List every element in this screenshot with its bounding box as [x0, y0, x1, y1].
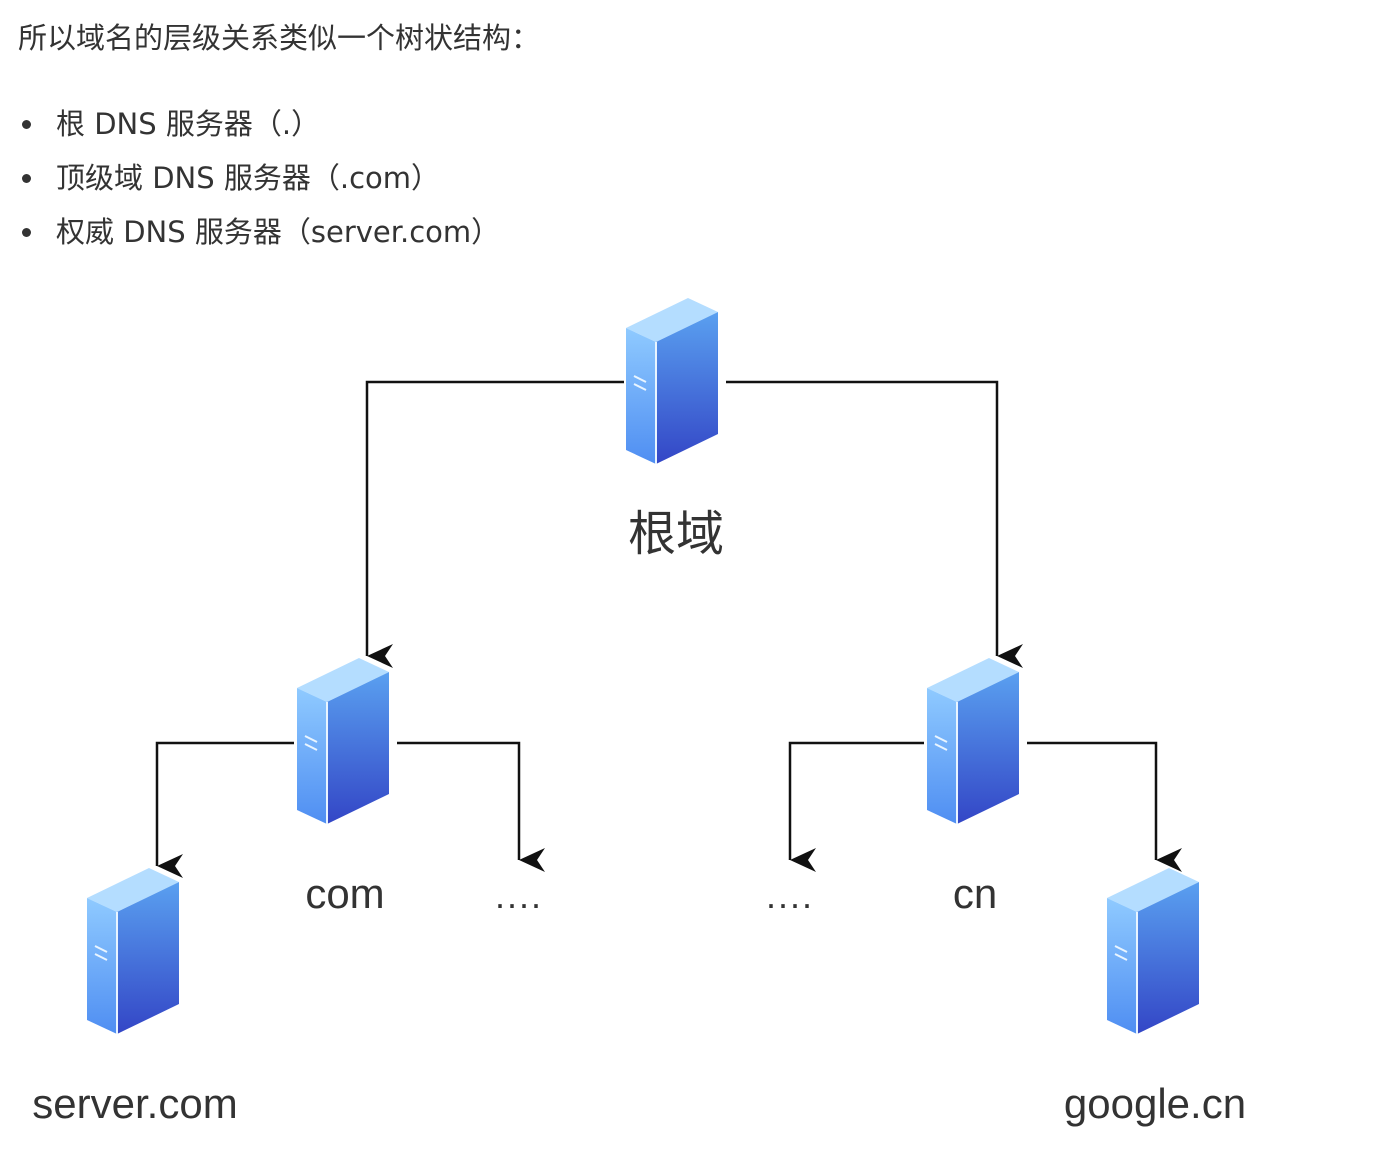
- edge-root-cn: [726, 380, 1023, 668]
- connector-lines: [155, 380, 1182, 878]
- node-label-more-cn: ....: [766, 875, 814, 916]
- list-item-text: 顶级域 DNS 服务器（.com）: [56, 161, 441, 195]
- edge-com-more: [397, 741, 545, 872]
- node-label-server-com: server.com: [32, 1080, 237, 1127]
- server-icon: [86, 867, 180, 1035]
- dns-server-list: 根 DNS 服务器（.） 顶级域 DNS 服务器（.com） 权威 DNS 服务…: [18, 104, 500, 266]
- list-item: 顶级域 DNS 服务器（.com）: [18, 158, 500, 212]
- bullet-dot-icon: [22, 174, 31, 183]
- node-label-root: 根域: [628, 508, 724, 561]
- node-label-cn: cn: [953, 870, 997, 917]
- server-icon: [926, 657, 1020, 825]
- node-label-com: com: [305, 870, 384, 917]
- bullet-dot-icon: [22, 120, 31, 129]
- node-label-more-com: ....: [495, 875, 543, 916]
- server-icon: [296, 657, 390, 825]
- bullet-dot-icon: [22, 228, 31, 237]
- list-item: 根 DNS 服务器（.）: [18, 104, 500, 158]
- edge-cn-google: [1027, 741, 1182, 872]
- server-icon: [625, 297, 719, 465]
- list-item-text: 根 DNS 服务器（.）: [56, 107, 321, 141]
- edge-cn-more: [788, 741, 924, 872]
- edge-root-com: [365, 380, 624, 668]
- node-label-google-cn: google.cn: [1064, 1080, 1246, 1127]
- edge-com-server: [155, 741, 294, 878]
- list-item: 权威 DNS 服务器（server.com）: [18, 212, 500, 266]
- list-item-text: 权威 DNS 服务器（server.com）: [56, 215, 501, 249]
- intro-text: 所以域名的层级关系类似一个树状结构：: [18, 21, 541, 55]
- server-icon: [1106, 867, 1200, 1035]
